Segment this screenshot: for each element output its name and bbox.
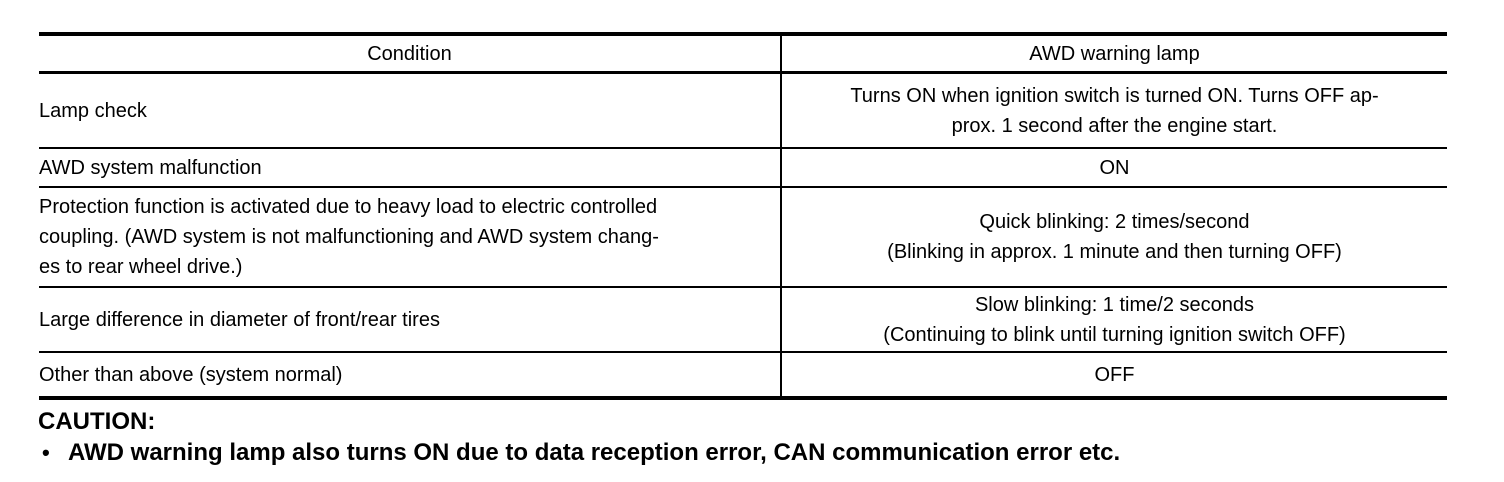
lamp-cell: ON xyxy=(781,148,1447,188)
caution-section: CAUTION: • AWD warning lamp also turns O… xyxy=(38,406,1120,468)
text-line: (Blinking in approx. 1 minute and then t… xyxy=(887,241,1342,263)
condition-cell: Other than above (system normal) xyxy=(39,352,782,398)
text-line: es to rear wheel drive.) xyxy=(39,256,243,278)
caution-text: AWD warning lamp also turns ON due to da… xyxy=(68,439,1121,466)
table-row: Large difference in diameter of front/re… xyxy=(39,287,1447,353)
column-header-awd-warning-lamp: AWD warning lamp xyxy=(781,34,1447,74)
lamp-cell: OFF xyxy=(781,352,1447,398)
table-row: Lamp check Turns ON when ignition switch… xyxy=(39,72,1447,149)
lamp-cell: Turns ON when ignition switch is turned … xyxy=(781,72,1447,149)
condition-cell: Large difference in diameter of front/re… xyxy=(39,287,782,353)
text-line: Large difference in diameter of front/re… xyxy=(39,308,440,331)
awd-warning-lamp-table: Condition AWD warning lamp Lamp check Tu… xyxy=(39,32,1447,400)
text-line: Quick blinking: 2 times/second xyxy=(979,211,1250,233)
lamp-cell: Quick blinking: 2 times/second (Blinking… xyxy=(781,187,1447,288)
table-header-row: Condition AWD warning lamp xyxy=(39,34,1447,74)
text-line: Turns ON when ignition switch is turned … xyxy=(850,84,1379,107)
text-line: (Continuing to blink until turning ignit… xyxy=(883,323,1346,346)
caution-list-item: • AWD warning lamp also turns ON due to … xyxy=(38,437,1120,468)
text-line: coupling. (AWD system is not malfunction… xyxy=(39,226,659,248)
table-row: Protection function is activated due to … xyxy=(39,187,1447,288)
text-line: Slow blinking: 1 time/2 seconds xyxy=(974,293,1255,316)
text-line: AWD system malfunction xyxy=(39,156,262,179)
condition-cell: Lamp check xyxy=(39,72,782,149)
caution-label: CAUTION: xyxy=(38,408,156,435)
column-header-condition: Condition xyxy=(39,34,782,74)
table-row: Other than above (system normal) OFF xyxy=(39,352,1447,398)
text-line: prox. 1 second after the engine start. xyxy=(951,114,1278,137)
table-row: AWD system malfunction ON xyxy=(39,148,1447,188)
condition-cell: Protection function is activated due to … xyxy=(39,187,782,288)
text-line: Lamp check xyxy=(39,99,147,122)
text-line: OFF xyxy=(1094,363,1135,386)
condition-cell: AWD system malfunction xyxy=(39,148,782,188)
text-line: Protection function is activated due to … xyxy=(39,196,658,218)
bullet-icon: • xyxy=(42,440,50,465)
text-line: ON xyxy=(1099,156,1130,179)
text-line: Other than above (system normal) xyxy=(39,363,343,386)
lamp-cell: Slow blinking: 1 time/2 seconds (Continu… xyxy=(781,287,1447,353)
